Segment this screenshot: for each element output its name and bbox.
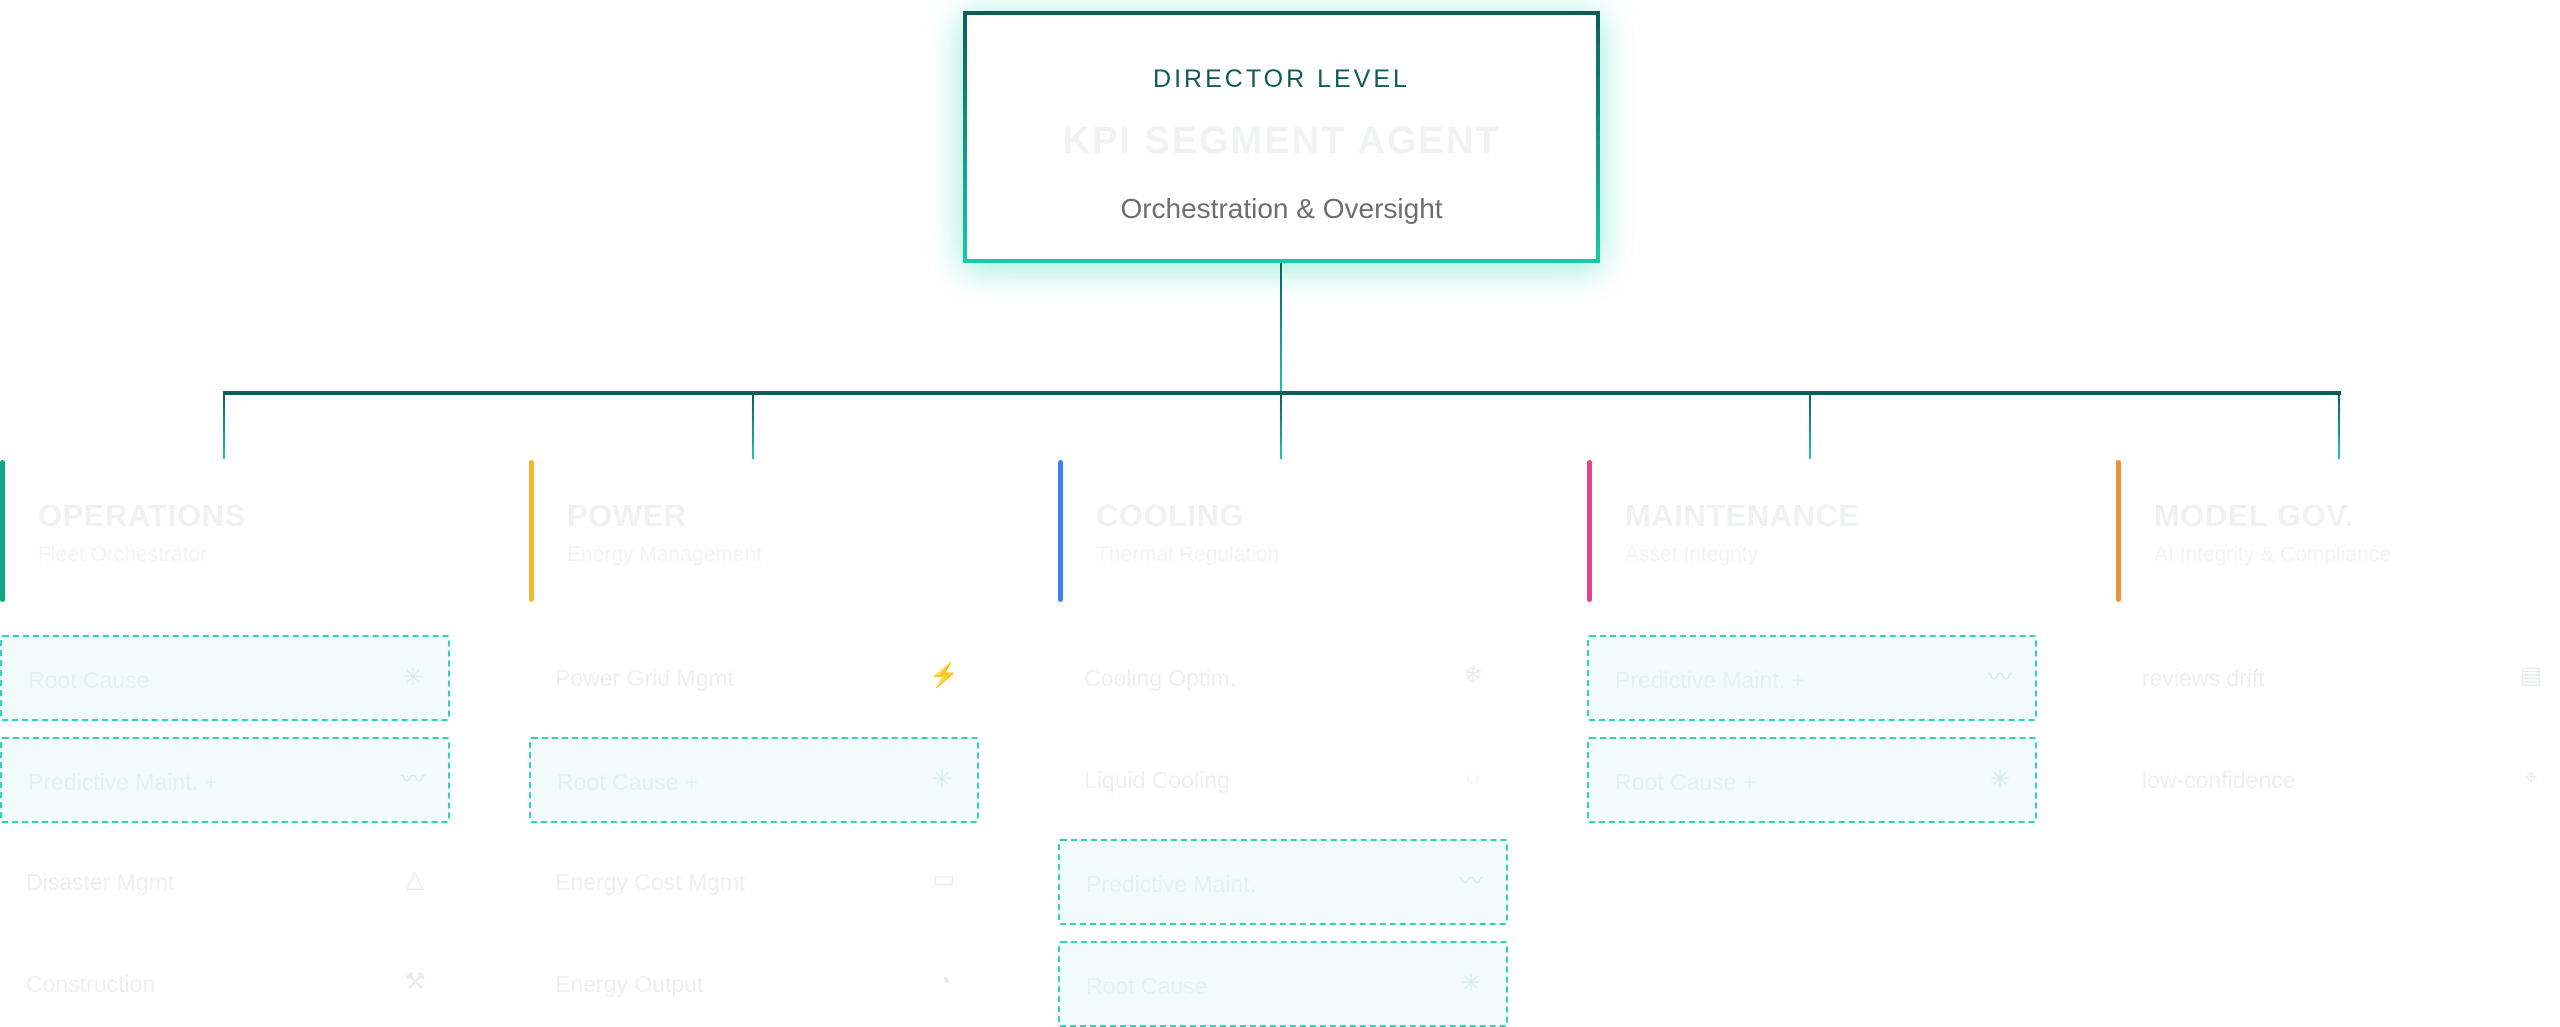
agent-item[interactable]: Liquid Cooling ◌ (1058, 737, 1508, 823)
agent-item[interactable]: Root Cause + ✳ (1587, 737, 2037, 823)
activity-icon: 〰 (401, 766, 425, 793)
agent-item-label: Energy Cost Mgmt (555, 869, 746, 895)
segment-power[interactable]: POWER Energy Management (529, 460, 1029, 602)
agent-item[interactable]: Construction ⚒ (0, 941, 450, 1027)
segment-name: MODEL GOV. (2154, 498, 2354, 533)
agent-item[interactable]: Power Grid Mgmt ⚡ (529, 635, 979, 721)
agent-item-label: Power Grid Mgmt (555, 665, 734, 691)
branch-line (223, 391, 2341, 395)
agent-item-label: Root Cause + (557, 769, 699, 795)
segment-description: Asset Integrity (1625, 543, 1759, 566)
director-connector (1280, 263, 1282, 393)
segment-accent-bar (1587, 460, 1592, 602)
chart-icon: ▤ (2519, 662, 2543, 689)
segment-accent-bar (2116, 460, 2121, 602)
agent-item-label: low-confidence (2142, 767, 2296, 793)
agent-item-label: Predictive Maint. (1086, 871, 1257, 897)
agent-item-label: Root Cause (28, 667, 150, 693)
money-icon: ▭ (932, 866, 956, 893)
agent-item[interactable]: Predictive Maint. 〰 (1058, 839, 1508, 925)
agent-item[interactable]: Predictive Maint. + 〰 (0, 737, 450, 823)
segment-name: OPERATIONS (38, 498, 246, 533)
activity-icon: 〰 (1459, 868, 1483, 895)
bolt-icon: ⚡ (929, 662, 959, 689)
agent-item[interactable]: Energy Cost Mgmt ▭ (529, 839, 979, 925)
segment-name: MAINTENANCE (1625, 498, 1860, 533)
agent-item[interactable]: Cooling Optim. ❄ (1058, 635, 1508, 721)
agent-item-label: Predictive Maint. + (1615, 667, 1805, 693)
segment-name: COOLING (1096, 498, 1245, 533)
segment-name: POWER (567, 498, 687, 533)
agent-item[interactable]: Root Cause ✳ (1058, 941, 1508, 1027)
director-title: KPI SEGMENT AGENT (1062, 120, 1501, 162)
agent-item-label: Predictive Maint. + (28, 769, 218, 795)
segment-description: AI Integrity & Compliance (2154, 543, 2391, 566)
agent-item-label: Construction (26, 971, 156, 997)
agent-item-label: reviews drift (2142, 665, 2265, 691)
agent-item-label: Energy Output (555, 971, 704, 997)
agent-item[interactable]: Energy Output ◔ (529, 941, 979, 1027)
agent-item-label: Root Cause + (1615, 769, 1757, 795)
agent-item[interactable]: Predictive Maint. + 〰 (1587, 635, 2037, 721)
sparkle-icon: ✳ (1989, 766, 2011, 793)
agent-item-label: Cooling Optim. (1084, 665, 1237, 691)
agent-item-label: Liquid Cooling (1084, 767, 1230, 793)
branch-drop-power (752, 393, 754, 459)
director-eyebrow: DIRECTOR LEVEL (1153, 65, 1410, 93)
sparkle-icon: ✳ (931, 766, 953, 793)
snowflake-icon: ❄ (1462, 662, 1484, 689)
director-subtitle: Orchestration & Oversight (1120, 193, 1443, 224)
agent-item[interactable]: low-confidence ⌖ (2116, 737, 2560, 823)
segment-operations[interactable]: OPERATIONS Fleet Orchestrator (0, 460, 500, 602)
agent-item[interactable]: Root Cause ✳ (0, 635, 450, 721)
branch-drop-maintenance (1809, 393, 1811, 459)
sparkle-icon: ✳ (1460, 970, 1482, 997)
branch-drop-cooling (1280, 393, 1282, 459)
sparkle-icon: ✳ (402, 664, 424, 691)
tool-icon: ⚒ (404, 968, 426, 995)
segment-description: Fleet Orchestrator (38, 543, 208, 566)
gauge-icon: ◔ (936, 968, 952, 995)
droplet-icon: ◌ (1465, 764, 1481, 791)
warning-icon: △ (405, 866, 425, 893)
activity-icon: 〰 (1988, 664, 2012, 691)
location-icon: ⌖ (2524, 764, 2538, 791)
segment-description: Energy Management (567, 543, 762, 566)
segment-cooling[interactable]: COOLING Thermal Regulation (1058, 460, 1558, 602)
agent-item[interactable]: Disaster Mgmt △ (0, 839, 450, 925)
segment-model-gov[interactable]: MODEL GOV. AI Integrity & Compliance (2116, 460, 2560, 602)
agent-item[interactable]: reviews drift ▤ (2116, 635, 2560, 721)
agent-item-label: Root Cause (1086, 973, 1208, 999)
agent-item-label: Disaster Mgmt (26, 869, 175, 895)
segment-accent-bar (529, 460, 534, 602)
director-card[interactable]: DIRECTOR LEVEL KPI SEGMENT AGENT Orchest… (963, 11, 1600, 263)
agent-item[interactable]: Root Cause + ✳ (529, 737, 979, 823)
branch-drop-operations (223, 393, 225, 459)
segment-accent-bar (0, 460, 5, 602)
segment-maintenance[interactable]: MAINTENANCE Asset Integrity (1587, 460, 2087, 602)
branch-drop-model-gov (2338, 393, 2340, 459)
segment-description: Thermal Regulation (1096, 543, 1280, 566)
segment-accent-bar (1058, 460, 1063, 602)
